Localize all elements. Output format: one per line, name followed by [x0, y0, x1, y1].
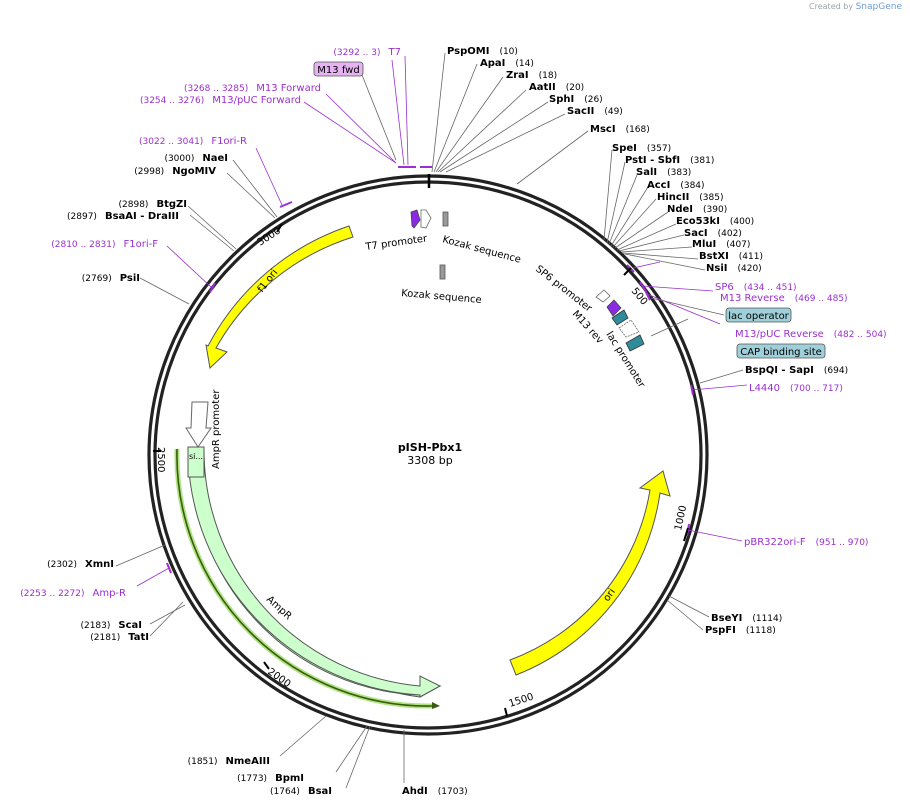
enzyme-bspqi-sapi[interactable]: BspQI - SapI(694): [745, 365, 848, 376]
cap-site-box[interactable]: [736, 343, 826, 359]
primer-t7[interactable]: (3292 .. 3)T7: [333, 47, 401, 58]
enzyme-psti-sbfi[interactable]: PstI - SbfI(381): [625, 155, 714, 166]
enzyme-apai[interactable]: ApaI(14): [480, 58, 534, 69]
enzyme-bsaai-draiii[interactable]: (2897)BsaAI - DraIII: [67, 211, 179, 222]
feature-label-kozak-1: Kozak sequence: [441, 234, 522, 266]
sp6-promoter-arrow[interactable]: [595, 289, 611, 303]
primer-m13puc-reverse[interactable]: M13/pUC Reverse(482 .. 504): [735, 329, 887, 340]
lac-promoter-arrow[interactable]: [618, 319, 640, 338]
enzyme-sali[interactable]: SalI(383): [636, 167, 691, 178]
feature-label-kozak-2: Kozak sequence: [401, 288, 482, 306]
snapgene-logo: SnapGene: [855, 2, 902, 12]
enzyme-nsii[interactable]: NsiI(420): [706, 263, 762, 274]
enzyme-bseyi[interactable]: BseYI(1114): [711, 613, 782, 624]
tick-3000: 3000: [256, 225, 283, 248]
enzyme-mlui[interactable]: MluI(407): [692, 239, 750, 250]
enzyme-naei[interactable]: (3000)NaeI: [164, 153, 228, 164]
credit-prefix: Created by: [809, 2, 854, 11]
primer-pbr322ori-f[interactable]: pBR322ori-F(951 .. 970): [744, 537, 868, 548]
t7-promoter-arrow[interactable]: [420, 209, 432, 229]
enzyme-saci[interactable]: SacI(402): [684, 228, 742, 239]
plasmid-size: 3308 bp: [407, 454, 452, 467]
enzyme-tati[interactable]: (2181)TatI: [90, 632, 149, 643]
leader-lines: [115, 52, 748, 789]
enzyme-ndei[interactable]: NdeI(390): [667, 204, 727, 215]
kozak-box-2[interactable]: [439, 264, 446, 280]
f1-ori-arrow[interactable]: [205, 225, 354, 370]
enzyme-ngomiv[interactable]: (2998)NgoMIV: [134, 166, 216, 177]
enzyme-aatii[interactable]: AatII(20): [529, 82, 584, 93]
lac-operator-block[interactable]: [611, 309, 629, 326]
lac-operator-box[interactable]: [725, 307, 792, 323]
enzyme-bsai[interactable]: (1764)BsaI: [270, 786, 332, 797]
enzyme-sphi[interactable]: SphI(26): [549, 94, 603, 105]
primer-amp-r[interactable]: (2253 .. 2272)Amp-R: [20, 588, 126, 599]
lac-operator-label: lac operator: [728, 311, 789, 322]
enzyme-scai[interactable]: (2183)ScaI: [80, 620, 142, 631]
plasmid-name: pISH-Pbx1: [398, 441, 462, 454]
kozak-box-1[interactable]: [442, 211, 449, 227]
feature-arcs: si...: [174, 209, 671, 709]
enzyme-labels: PspOMI(10) ApaI(14) ZraI(18) AatII(20) S…: [47, 46, 848, 797]
primer-f1ori-r[interactable]: (3022 .. 3041)F1ori-R: [139, 136, 247, 147]
m13-fwd-label: M13 fwd: [317, 65, 359, 76]
tick-2000: 2000: [265, 666, 292, 690]
enzyme-nmeaiii[interactable]: (1851)NmeAIII: [188, 756, 270, 767]
primer-m13puc-forward[interactable]: (3254 .. 3276)M13/pUC Forward: [140, 95, 301, 106]
primer-m13-forward[interactable]: (3268 .. 3285)M13 Forward: [184, 83, 321, 94]
ampr-primer-glow: [174, 448, 433, 709]
enzyme-bpmi[interactable]: (1773)BpmI: [237, 773, 304, 784]
enzyme-eco53ki[interactable]: Eco53kI(400): [676, 216, 754, 227]
enzyme-sacii[interactable]: SacII(49): [567, 106, 623, 117]
enzyme-pspfi[interactable]: PspFI(1118): [705, 625, 776, 636]
tick-2500: 2500: [155, 447, 166, 472]
enzyme-bstxi[interactable]: BstXI(411): [699, 251, 763, 262]
scale-ticks: [153, 223, 689, 717]
enzyme-xmni[interactable]: (2302)XmnI: [47, 559, 114, 570]
ampr-body: [187, 448, 442, 698]
primer-sp6[interactable]: SP6(434 .. 451): [715, 282, 797, 293]
cap-site-label: CAP binding site: [740, 347, 822, 358]
feature-labels: T7 promoter Kozak sequence Kozak sequenc…: [211, 233, 647, 622]
primer-marks: [166, 166, 694, 574]
enzyme-spei[interactable]: SpeI(357): [612, 143, 671, 154]
enzyme-ahdi[interactable]: AhdI(1703): [402, 786, 468, 797]
enzyme-psii[interactable]: (2769)PsiI: [82, 273, 140, 284]
primer-l4440[interactable]: L4440(700 .. 717): [749, 383, 843, 394]
ampr-promoter-arrow[interactable]: [185, 401, 212, 448]
tick-1000: 1000: [673, 504, 689, 531]
credit: Created by SnapGene: [809, 2, 902, 12]
primer-labels: (3292 .. 3)T7 M13 fwd (3268 .. 3285)M13 …: [20, 47, 886, 599]
enzyme-acci[interactable]: AccI(384): [647, 180, 705, 191]
primer-f1ori-f[interactable]: (2810 .. 2831)F1ori-F: [51, 239, 158, 250]
m13-rev-block[interactable]: [606, 299, 622, 317]
feature-label-t7-promoter: T7 promoter: [364, 233, 429, 253]
enzyme-btgzi[interactable]: (2898)BtgZI: [119, 199, 187, 210]
cap-site-block[interactable]: [625, 334, 645, 352]
t7-promoter-block[interactable]: [410, 209, 421, 229]
feature-label-signal: si...: [189, 452, 203, 461]
ampr-primer-line: [176, 448, 433, 707]
enzyme-hincii[interactable]: HincII(385): [657, 192, 724, 203]
enzyme-pspomi[interactable]: PspOMI(10): [447, 46, 518, 57]
feature-label-ampr-promoter: AmpR promoter: [211, 389, 222, 469]
signal-peptide-box[interactable]: [187, 446, 205, 478]
m13-fwd-box[interactable]: [313, 61, 364, 77]
ori-arrow[interactable]: [509, 470, 671, 676]
feature-label-sp6-promoter: SP6 promoter: [533, 264, 594, 315]
primer-m13-reverse[interactable]: M13 Reverse(469 .. 485): [720, 293, 848, 304]
backbone: [147, 174, 709, 736]
enzyme-msci[interactable]: MscI(168): [590, 124, 650, 135]
feature-label-m13-rev: M13 rev: [570, 309, 605, 347]
enzyme-zrai[interactable]: ZraI(18): [506, 70, 557, 81]
ampr-primer-head: [432, 702, 440, 709]
